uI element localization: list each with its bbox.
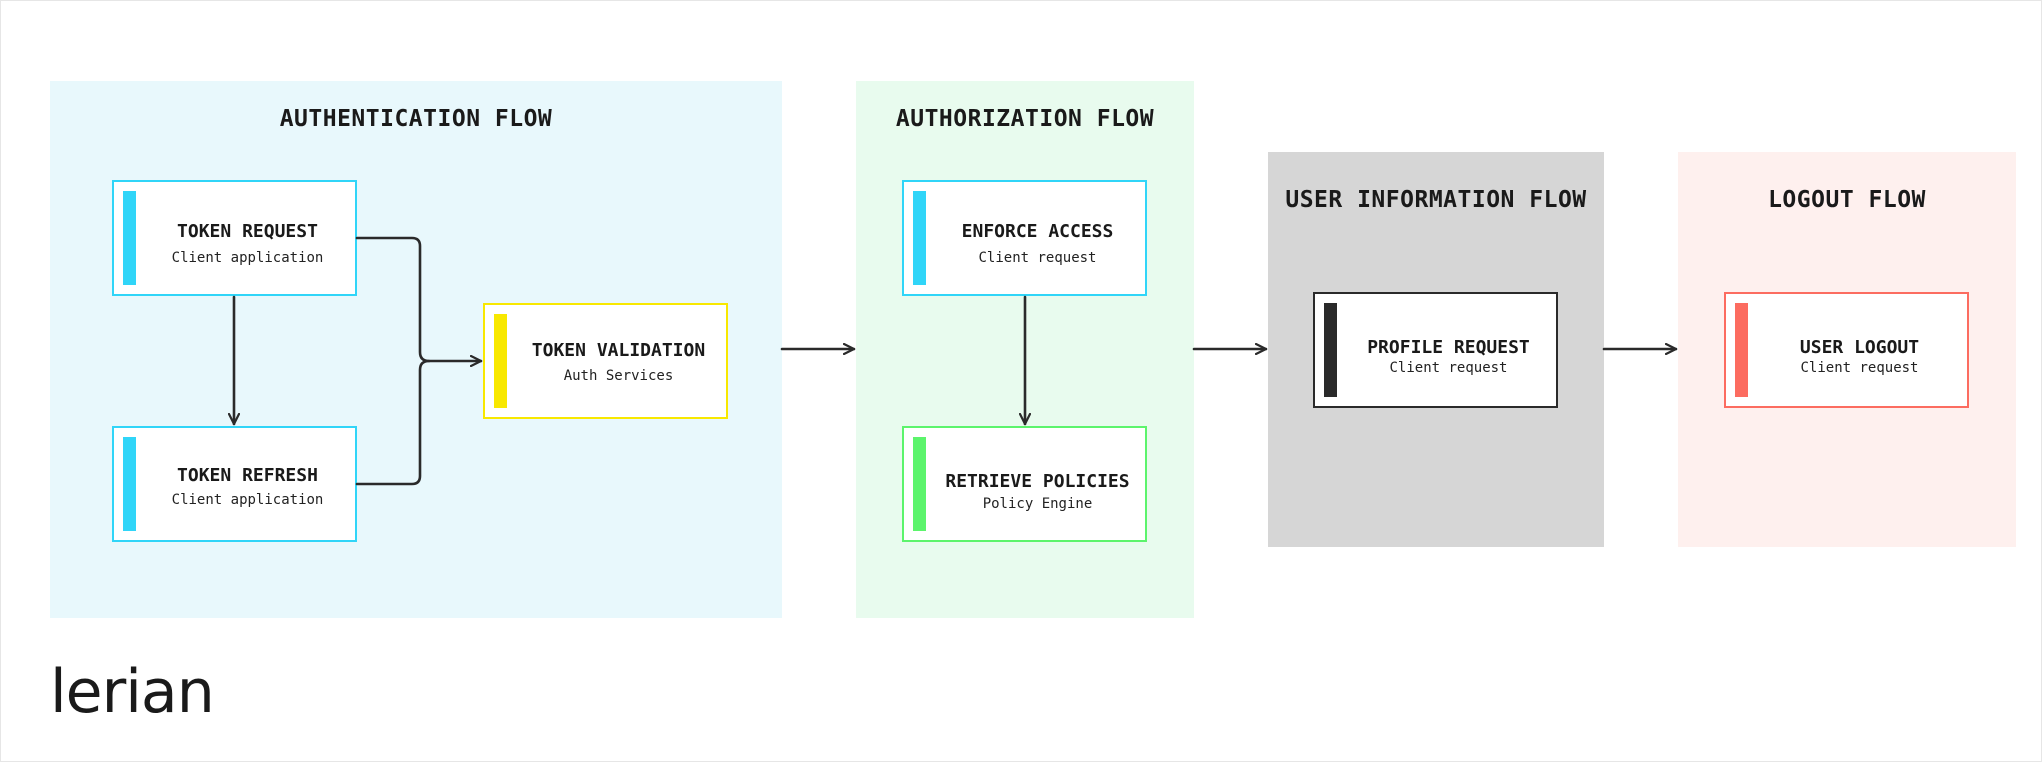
token-refresh-to-validation-connector <box>355 359 431 486</box>
enforce-access-subtitle: Client request <box>978 250 1097 266</box>
lerian-logo: lerian <box>50 657 215 727</box>
token-request-accent <box>123 191 136 285</box>
retrieve-policies-subtitle: Policy Engine <box>982 496 1093 512</box>
user-logout-title: USER LOGOUT <box>1799 337 1920 358</box>
profile-request-subtitle: Client request <box>1389 360 1508 376</box>
retrieve-policies-title: RETRIEVE POLICIES <box>945 471 1130 492</box>
user-logout-accent <box>1735 303 1748 397</box>
enforce-access-title: ENFORCE ACCESS <box>961 221 1114 242</box>
token-validation-title: TOKEN VALIDATION <box>531 340 706 361</box>
token-request-to-validation-connector <box>355 236 483 361</box>
profile-request-node[interactable]: PROFILE REQUEST Client request <box>1313 292 1558 408</box>
retrieve-policies-accent <box>913 437 926 531</box>
authentication-flow-title: AUTHENTICATION FLOW <box>279 106 553 132</box>
profile-request-accent <box>1324 303 1337 397</box>
enforce-access-node[interactable]: ENFORCE ACCESS Client request <box>902 180 1147 296</box>
token-refresh-node[interactable]: TOKEN REFRESH Client application <box>112 426 357 542</box>
token-validation-node[interactable]: TOKEN VALIDATION Auth Services <box>483 303 728 419</box>
token-validation-subtitle: Auth Services <box>563 368 674 384</box>
enforce-access-accent <box>913 191 926 285</box>
user-information-flow-title: USER INFORMATION FLOW <box>1285 187 1587 213</box>
user-logout-node[interactable]: USER LOGOUT Client request <box>1724 292 1969 408</box>
logout-flow-title: LOGOUT FLOW <box>1768 187 1926 213</box>
token-validation-accent <box>494 314 507 408</box>
token-request-title: TOKEN REQUEST <box>177 221 318 242</box>
authorization-flow-title: AUTHORIZATION FLOW <box>895 106 1155 132</box>
user-logout-subtitle: Client request <box>1800 360 1919 376</box>
token-refresh-title: TOKEN REFRESH <box>177 465 318 486</box>
token-refresh-subtitle: Client application <box>171 492 324 508</box>
token-refresh-accent <box>123 437 136 531</box>
profile-request-title: PROFILE REQUEST <box>1367 337 1530 358</box>
retrieve-policies-node[interactable]: RETRIEVE POLICIES Policy Engine <box>902 426 1147 542</box>
token-request-subtitle: Client application <box>171 250 324 266</box>
